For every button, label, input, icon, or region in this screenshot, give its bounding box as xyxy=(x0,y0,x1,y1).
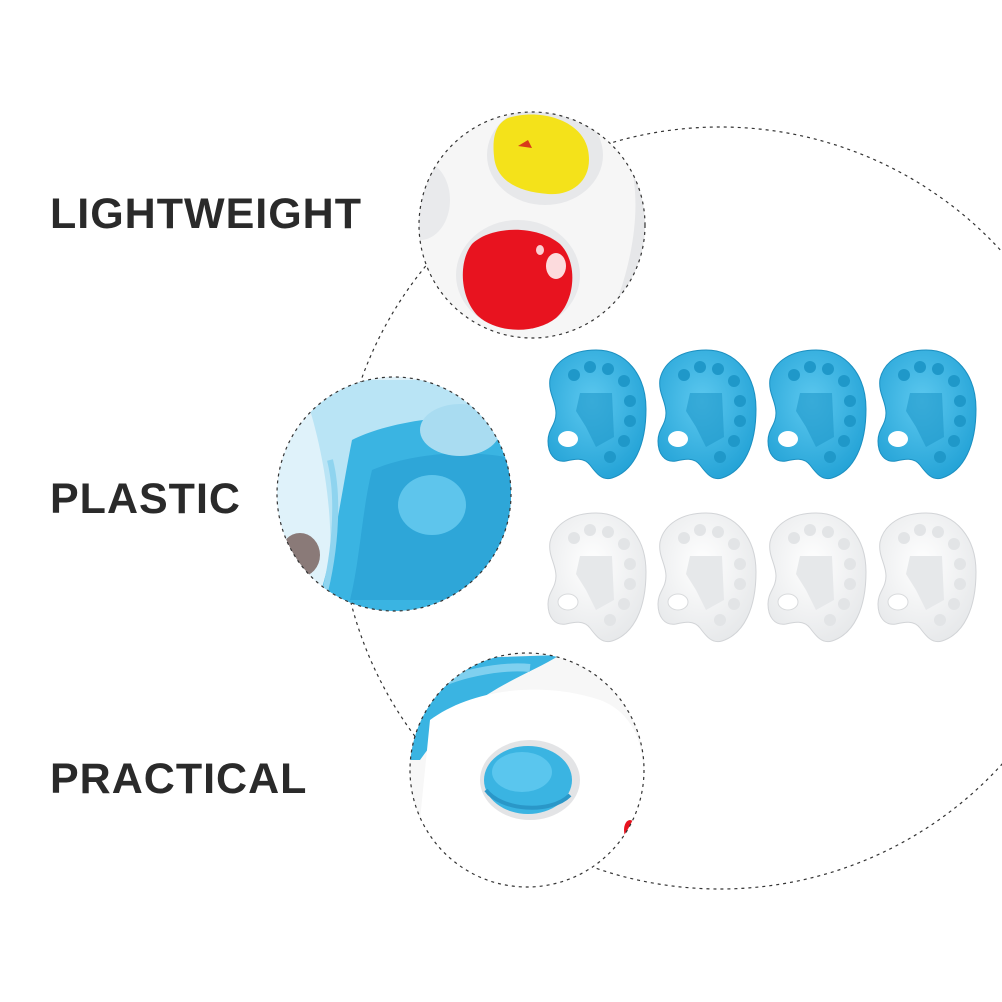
feature-label-practical: PRACTICAL xyxy=(50,755,308,803)
blue-palette-4 xyxy=(877,349,977,480)
closeup-thumb-hole xyxy=(409,652,645,888)
blue-palette-1 xyxy=(547,349,647,480)
feature-label-plastic: PLASTIC xyxy=(50,475,241,523)
white-palette-2 xyxy=(657,512,757,643)
feature-label-lightweight: LIGHTWEIGHT xyxy=(50,190,362,238)
dashed-outline-circle xyxy=(338,126,1002,890)
blue-palettes-row xyxy=(547,349,977,480)
white-palette-4 xyxy=(877,512,977,643)
closeup-paint-wells xyxy=(418,111,646,339)
blue-palette-2 xyxy=(657,349,757,480)
white-palettes-row xyxy=(547,512,977,643)
white-palette-3 xyxy=(767,512,867,643)
white-palette-1 xyxy=(547,512,647,643)
closeup-plastic xyxy=(276,376,512,612)
blue-palette-3 xyxy=(767,349,867,480)
